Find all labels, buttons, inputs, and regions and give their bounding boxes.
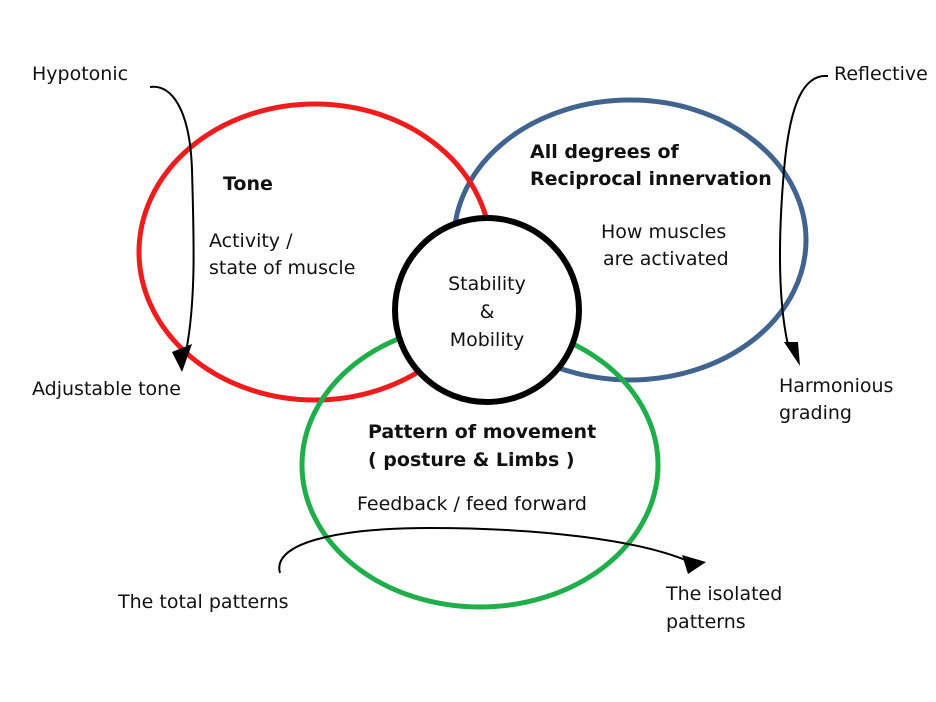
harmonious-label-line-1: Harmonious	[779, 375, 893, 397]
hypotonic-to-adjustable-arrow	[149, 85, 195, 353]
reciprocal-line-2: are activated	[603, 248, 729, 270]
reflective-arrow-head	[784, 342, 800, 366]
pattern-line-1: Feedback / feed forward	[357, 493, 587, 515]
center-line-1: Stability	[448, 273, 526, 295]
adjustable-tone-label: Adjustable tone	[32, 378, 181, 400]
harmonious-label-line-2: grading	[779, 402, 852, 424]
tone-line-2: state of muscle	[209, 257, 355, 279]
isolated-patterns-label-line-1: The isolated	[665, 583, 782, 605]
reflective-to-harmonious-arrow	[778, 74, 829, 346]
reciprocal-title-line-1: All degrees of	[530, 141, 680, 163]
hypotonic-arrow-head	[172, 344, 192, 372]
stability-mobility-circle	[392, 215, 582, 405]
center-line-3: Mobility	[450, 329, 525, 351]
reflective-label: Reflective	[834, 63, 928, 85]
pattern-title-line-2: ( posture & Limbs )	[368, 449, 575, 471]
tone-title: Tone	[223, 173, 273, 195]
total-patterns-label: The total patterns	[117, 591, 289, 613]
tone-line-1: Activity /	[209, 230, 293, 252]
reciprocal-title-line-2: Reciprocal innervation	[530, 168, 772, 190]
total-arrow-head	[682, 555, 706, 574]
hypotonic-label: Hypotonic	[32, 63, 128, 85]
isolated-patterns-label-line-2: patterns	[666, 611, 746, 633]
reciprocal-line-1: How muscles	[601, 221, 726, 243]
pattern-title-line-1: Pattern of movement	[368, 421, 596, 443]
total-to-isolated-arrow	[278, 526, 691, 574]
center-line-2: &	[480, 301, 495, 323]
